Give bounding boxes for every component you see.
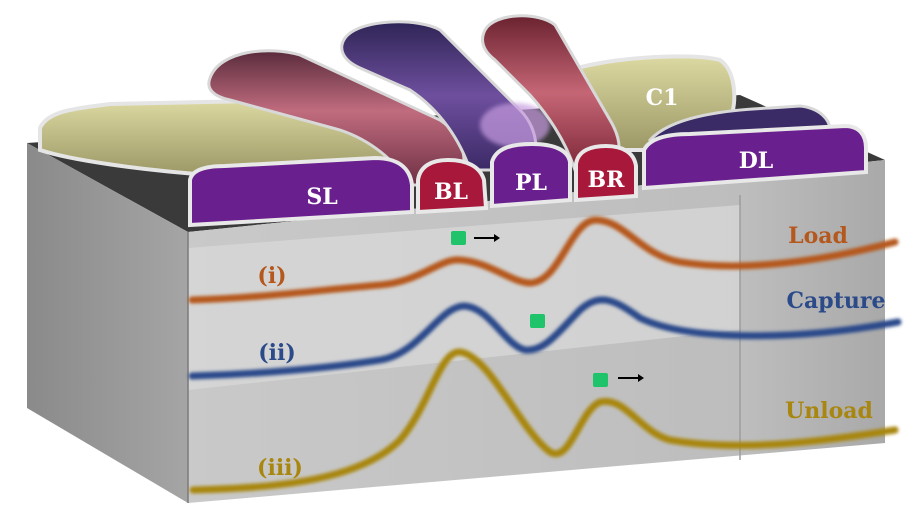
dl-gate bbox=[642, 123, 868, 191]
load-marker: (i) bbox=[257, 263, 286, 289]
capture-marker: (ii) bbox=[258, 340, 296, 366]
label-dl: DL bbox=[739, 148, 774, 174]
sl-gate bbox=[188, 155, 414, 228]
bl-gate bbox=[416, 157, 489, 215]
electron-dot-icon bbox=[451, 231, 466, 245]
label-pl: PL bbox=[515, 170, 547, 196]
pl-gate bbox=[490, 141, 572, 209]
br-gate bbox=[574, 143, 638, 203]
potential-curves bbox=[188, 216, 902, 494]
electron-dot-icon bbox=[530, 314, 545, 328]
arrow-right-icon bbox=[474, 234, 500, 242]
substrate-left-face bbox=[27, 143, 188, 503]
gate-electrodes bbox=[38, 14, 868, 228]
label-sl: SL bbox=[306, 184, 337, 210]
capture-label: Capture bbox=[787, 288, 886, 314]
electron-dot-icon bbox=[593, 373, 608, 387]
label-br: BR bbox=[588, 167, 626, 193]
arrow-right-icon bbox=[618, 374, 644, 382]
unload-curve bbox=[189, 348, 899, 494]
load-label: Load bbox=[788, 223, 848, 249]
label-bl: BL bbox=[434, 179, 468, 205]
load-curve bbox=[188, 216, 899, 304]
unload-marker: (iii) bbox=[257, 455, 303, 481]
unload-label: Unload bbox=[785, 398, 873, 424]
substrate-band bbox=[188, 205, 740, 390]
capture-curve bbox=[188, 296, 902, 380]
pl-tube-highlight bbox=[480, 103, 550, 147]
label-c1: C1 bbox=[646, 85, 679, 111]
